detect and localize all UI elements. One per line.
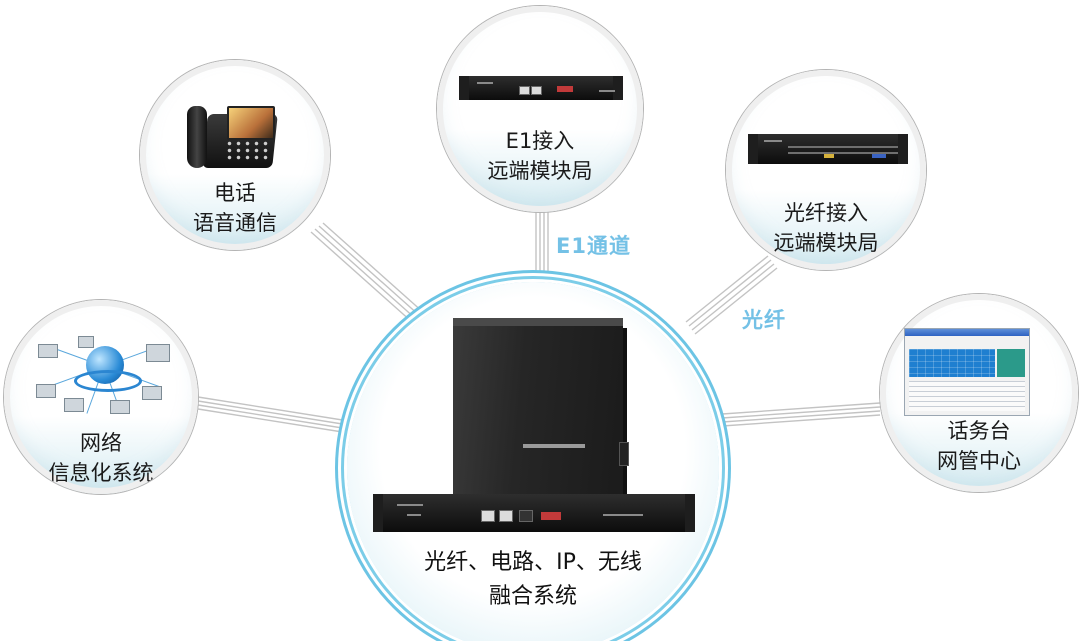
link-network (197, 396, 356, 435)
center-subtitle: 融合系统 (488, 584, 577, 609)
switch-cabinet-icon (453, 318, 629, 506)
node-console-subtitle: 网管中心 (937, 449, 1021, 473)
link-phone (310, 222, 425, 323)
node-e1-title: E1接入 (505, 129, 575, 153)
node-fiber-title: 光纤接入 (784, 201, 868, 225)
node-phone[interactable]: 电话 语音通信 (140, 60, 330, 250)
link-e1 (535, 206, 549, 280)
node-network-subtitle: 信息化系统 (48, 461, 154, 485)
node-network-title: 网络 (80, 431, 122, 455)
node-e1[interactable]: E1接入 远端模块局 (437, 6, 643, 212)
management-software-icon (904, 328, 1030, 416)
node-console-title: 话务台 (947, 419, 1011, 443)
link-console (721, 402, 881, 427)
telephone-icon (187, 100, 278, 168)
link-fiber (685, 255, 778, 335)
center-rack-device-icon (373, 494, 695, 532)
node-fiber-subtitle: 远端模块局 (773, 231, 879, 255)
node-console[interactable]: 话务台 网管中心 (880, 294, 1078, 492)
link-label-e1: E1通道 (556, 234, 631, 258)
e1-device-icon (459, 76, 623, 100)
node-phone-subtitle: 语音通信 (193, 211, 277, 235)
node-center[interactable]: 光纤、电路、IP、无线 融合系统 (347, 282, 719, 641)
node-e1-subtitle: 远端模块局 (487, 159, 593, 183)
node-phone-title: 电话 (214, 181, 256, 205)
node-fiber[interactable]: 光纤接入 远端模块局 (726, 70, 926, 270)
link-label-fiber: 光纤 (742, 308, 786, 332)
node-network[interactable]: 网络 信息化系统 (4, 300, 198, 494)
network-globe-icon (34, 336, 170, 414)
fiber-device-icon (748, 134, 908, 164)
center-title: 光纤、电路、IP、无线 (424, 550, 642, 575)
